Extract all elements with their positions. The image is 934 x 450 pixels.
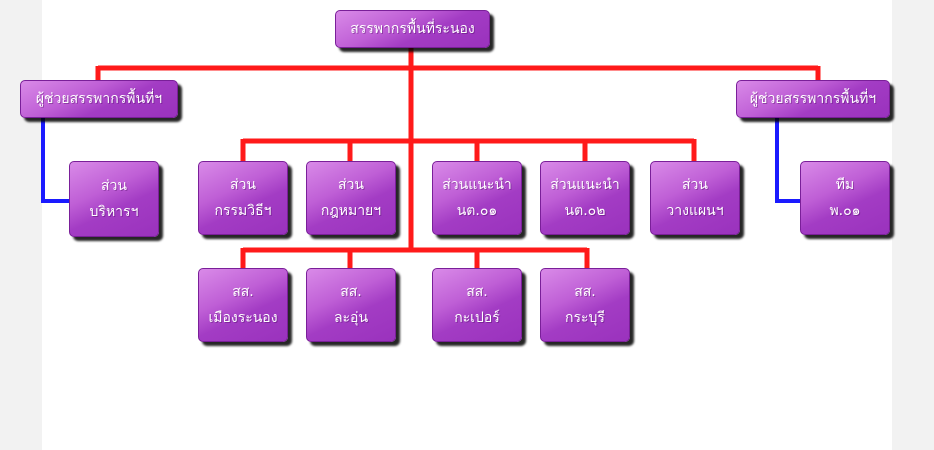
branch-node-1[interactable]: สส. เมืองระนอง	[198, 268, 288, 342]
branch-node-3-line1: สส.	[466, 284, 488, 300]
section-node-3-line1: ส่วนแนะนำ	[442, 177, 512, 193]
section-node-2-line1: ส่วน	[338, 177, 364, 193]
connector-left-unit	[41, 118, 72, 203]
section-node-5-line1: ส่วน	[682, 177, 708, 193]
branch-node-4-line1: สส.	[574, 284, 596, 300]
section-node-1-line1: ส่วน	[230, 177, 256, 193]
branch-node-3-line2: กะเปอร์	[454, 310, 500, 326]
assistant-node-left-label: ผู้ช่วยสรรพากรพื้นที่ฯ	[35, 91, 163, 107]
section-node-4[interactable]: ส่วนแนะนำ นต.๐๒	[540, 161, 630, 235]
section-node-3-line2: นต.๐๑	[456, 203, 498, 219]
root-node[interactable]: สรรพากรพื้นที่ระนอง	[335, 10, 490, 48]
section-node-2[interactable]: ส่วน กฎหมายฯ	[306, 161, 396, 235]
branch-node-1-line1: สส.	[232, 284, 254, 300]
section-node-4-line2: นต.๐๒	[564, 203, 606, 219]
right-unit-line2: พ.๐๑	[829, 203, 861, 219]
section-node-3[interactable]: ส่วนแนะนำ นต.๐๑	[432, 161, 522, 235]
root-node-label: สรรพากรพื้นที่ระนอง	[350, 21, 475, 37]
branch-node-4-line2: กระบุรี	[565, 310, 605, 326]
section-node-1-line2: กรรมวิธีฯ	[214, 203, 272, 219]
branch-node-3[interactable]: สส. กะเปอร์	[432, 268, 522, 342]
branch-node-1-line2: เมืองระนอง	[208, 310, 278, 326]
assistant-node-left[interactable]: ผู้ช่วยสรรพากรพื้นที่ฯ	[20, 80, 178, 118]
branch-node-2-line2: ละอุ่น	[333, 310, 369, 326]
right-unit-node[interactable]: ทีม พ.๐๑	[800, 161, 890, 235]
section-node-5[interactable]: ส่วน วางแผนฯ	[650, 161, 740, 235]
section-node-4-line1: ส่วนแนะนำ	[550, 177, 620, 193]
branch-node-2[interactable]: สส. ละอุ่น	[306, 268, 396, 342]
branch-node-2-line1: สส.	[340, 284, 362, 300]
section-node-5-line2: วางแผนฯ	[666, 203, 724, 219]
left-unit-node[interactable]: ส่วน บริหารฯ	[69, 161, 159, 237]
section-node-1[interactable]: ส่วน กรรมวิธีฯ	[198, 161, 288, 235]
assistant-node-right[interactable]: ผู้ช่วยสรรพากรพื้นที่ฯ	[736, 80, 890, 118]
left-unit-line1: ส่วน	[101, 178, 127, 194]
connector-right-unit	[775, 118, 802, 203]
left-unit-line2: บริหารฯ	[89, 204, 139, 220]
section-node-2-line2: กฎหมายฯ	[320, 203, 382, 219]
right-unit-line1: ทีม	[835, 177, 855, 193]
branch-node-4[interactable]: สส. กระบุรี	[540, 268, 630, 342]
assistant-node-right-label: ผู้ช่วยสรรพากรพื้นที่ฯ	[749, 91, 877, 107]
